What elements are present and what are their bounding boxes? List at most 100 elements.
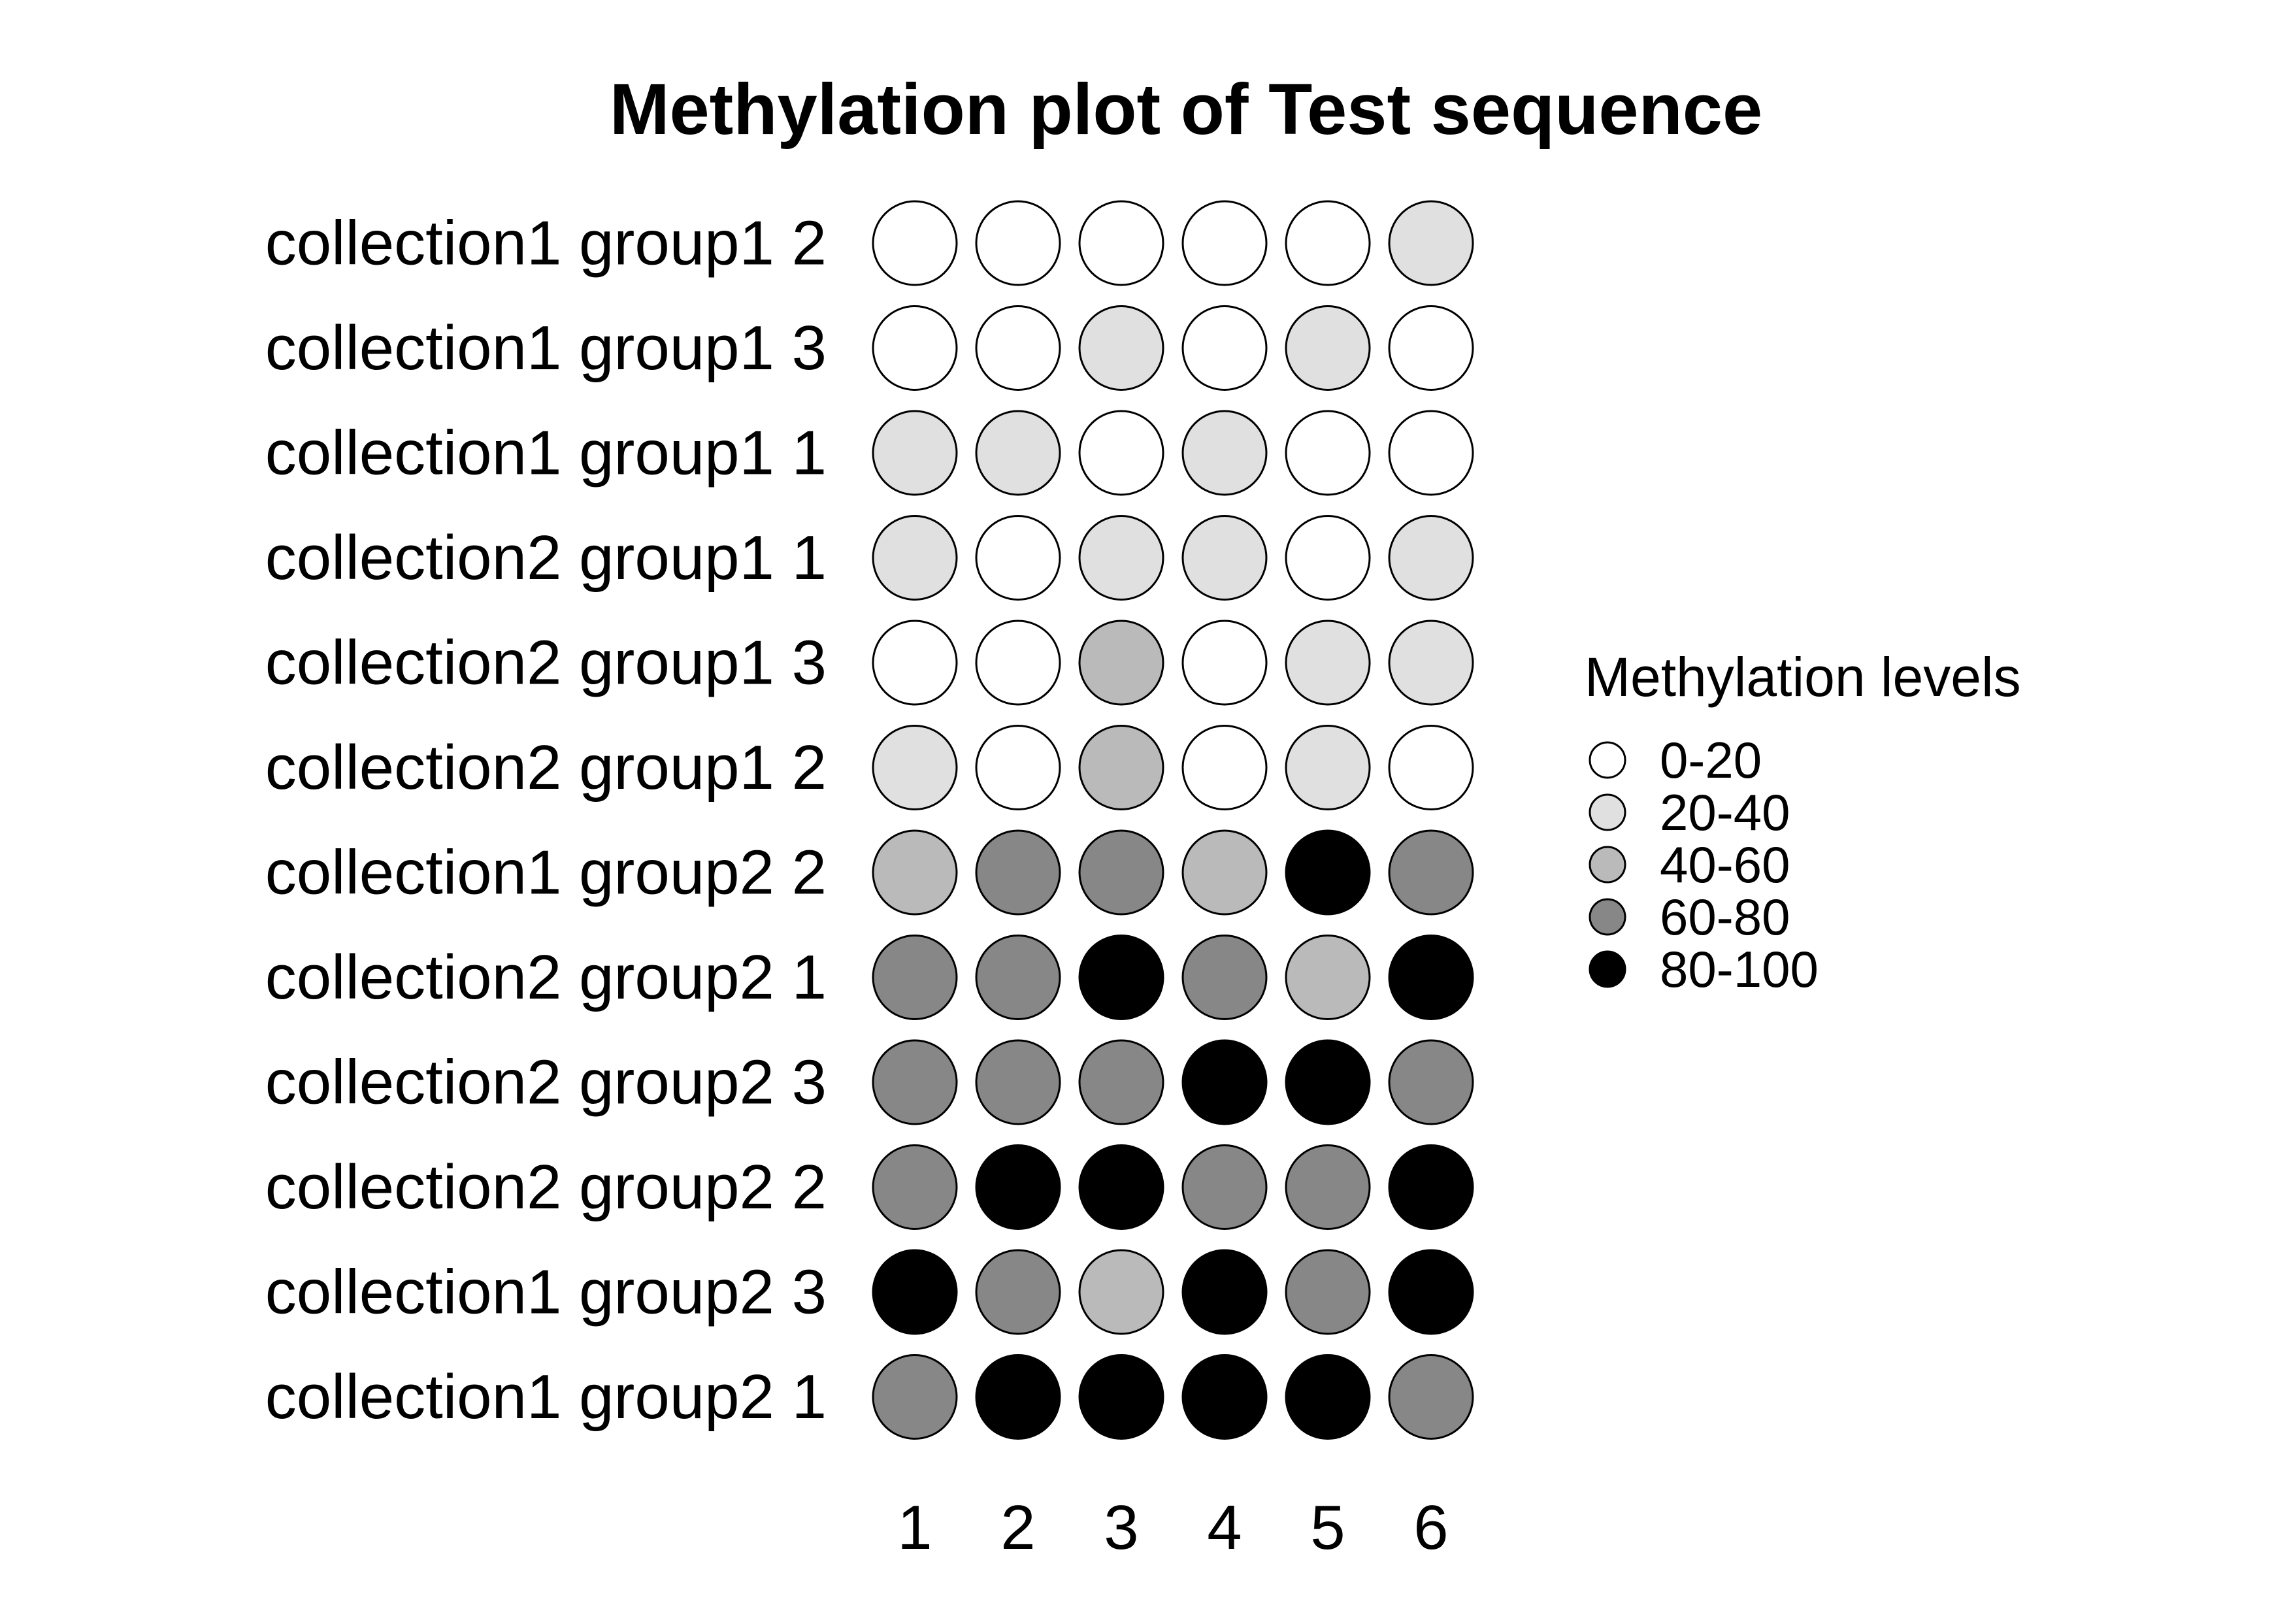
legend-swatch (1589, 846, 1626, 884)
methylation-cell (872, 1354, 958, 1440)
row-label: collection1 group2 1 (265, 1362, 827, 1432)
row-label: collection2 group1 1 (265, 523, 827, 593)
methylation-cell (1181, 1249, 1268, 1335)
methylation-cell (1181, 829, 1268, 916)
methylation-cell (872, 305, 958, 391)
methylation-cell (975, 1144, 1061, 1230)
methylation-cell (1181, 305, 1268, 391)
methylation-cell (1181, 935, 1268, 1020)
row-label: collection1 group2 3 (265, 1257, 827, 1327)
methylation-cell (1388, 515, 1474, 601)
row-label: collection1 group1 3 (265, 313, 827, 383)
x-tick-label: 6 (1413, 1493, 1448, 1563)
methylation-cell (1285, 1039, 1371, 1125)
methylation-cell (1285, 1249, 1371, 1335)
methylation-cell (872, 620, 958, 706)
methylation-cell (872, 1249, 958, 1335)
x-tick-label: 3 (1104, 1493, 1138, 1563)
row-label: collection2 group1 3 (265, 628, 827, 698)
chart-title: Methylation plot of Test sequence (610, 69, 1762, 150)
methylation-cell (1078, 829, 1164, 916)
row-label: collection2 group2 2 (265, 1152, 827, 1222)
methylation-cell (1181, 515, 1268, 601)
methylation-cell (872, 200, 958, 286)
methylation-cell (1078, 620, 1164, 706)
methylation-cell (1181, 200, 1268, 286)
methylation-cell (1181, 725, 1268, 810)
methylation-cell (872, 515, 958, 601)
methylation-cell (1285, 829, 1371, 916)
legend-swatch (1589, 793, 1626, 831)
methylation-cell (975, 1354, 1061, 1440)
methylation-cell (1388, 1144, 1474, 1230)
legend-label: 40-60 (1660, 836, 1790, 893)
methylation-cell (1078, 1354, 1164, 1440)
methylation-cell (975, 410, 1061, 496)
methylation-cell (1078, 1039, 1164, 1125)
methylation-cell (975, 200, 1061, 286)
methylation-cell (872, 1144, 958, 1230)
row-label: collection1 group1 1 (265, 418, 827, 488)
legend: Methylation levels 0-2020-4040-6060-8080… (1585, 646, 2021, 998)
x-tick-label: 2 (1000, 1493, 1035, 1563)
methylation-cell (1285, 200, 1371, 286)
methylation-cell (1078, 1144, 1164, 1230)
methylation-cell (1388, 829, 1474, 916)
methylation-cell (1078, 515, 1164, 601)
methylation-cell (1078, 935, 1164, 1020)
methylation-cell (1181, 620, 1268, 706)
methylation-cell (1285, 515, 1371, 601)
methylation-cell (1388, 1039, 1474, 1125)
methylation-cell (1388, 1249, 1474, 1335)
methylation-cell (1388, 410, 1474, 496)
methylation-cell (1388, 725, 1474, 810)
methylation-cell (1285, 1354, 1371, 1440)
methylation-cell (1078, 410, 1164, 496)
methylation-cell (1388, 935, 1474, 1020)
methylation-cell (872, 829, 958, 916)
legend-swatch (1589, 741, 1626, 779)
methylation-cell (1181, 1039, 1268, 1125)
methylation-cell (975, 620, 1061, 706)
methylation-cell (1078, 200, 1164, 286)
legend-title: Methylation levels (1585, 646, 2021, 708)
row-label: collection2 group2 1 (265, 942, 827, 1012)
legend-swatch (1589, 950, 1626, 988)
row-label: collection1 group2 2 (265, 838, 827, 908)
methylation-cell (872, 1039, 958, 1125)
methylation-cell (1181, 1144, 1268, 1230)
methylation-cell (1285, 725, 1371, 810)
row-label: collection2 group2 3 (265, 1048, 827, 1118)
methylation-cell (975, 829, 1061, 916)
methylation-cell (975, 515, 1061, 601)
legend-swatch (1589, 898, 1626, 936)
methylation-cell (1285, 305, 1371, 391)
methylation-cell (872, 725, 958, 810)
methylation-cell (1388, 620, 1474, 706)
methylation-cell (1285, 935, 1371, 1020)
methylation-cell (1181, 410, 1268, 496)
methylation-cell (1181, 1354, 1268, 1440)
methylation-cell (975, 1039, 1061, 1125)
legend-label: 0-20 (1660, 731, 1762, 789)
legend-label: 60-80 (1660, 888, 1790, 946)
methylation-cell (975, 935, 1061, 1020)
methylation-cell (1285, 1144, 1371, 1230)
methylation-cell (872, 410, 958, 496)
methylation-cell (1388, 200, 1474, 286)
methylation-cell (1078, 1249, 1164, 1335)
methylation-cell (1078, 725, 1164, 810)
methylation-cell (1078, 305, 1164, 391)
methylation-cell (975, 305, 1061, 391)
methylation-cell (975, 725, 1061, 810)
methylation-cell (975, 1249, 1061, 1335)
methylation-cell (872, 935, 958, 1020)
legend-label: 80-100 (1660, 940, 1819, 998)
x-tick-label: 1 (897, 1493, 932, 1563)
legend-label: 20-40 (1660, 784, 1790, 841)
methylation-cell (1285, 620, 1371, 706)
